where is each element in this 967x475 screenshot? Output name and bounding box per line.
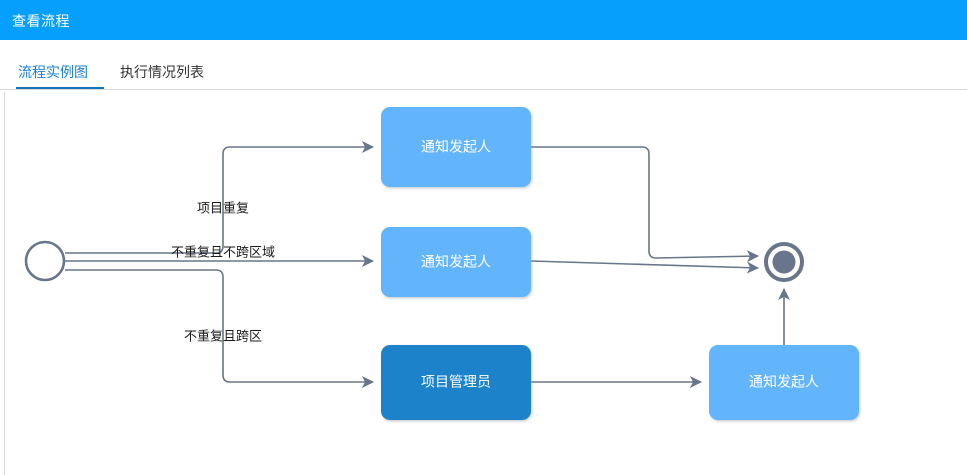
tab-process-instance-diagram[interactable]: 流程实例图 xyxy=(18,64,88,80)
task-notify-initiator-bottom-shape[interactable] xyxy=(709,345,859,420)
task-notify-initiator-top-shape[interactable] xyxy=(381,107,531,187)
tab-bar: 流程实例图 执行情况列表 xyxy=(0,40,967,90)
window-titlebar: 查看流程 xyxy=(0,0,967,40)
edge-not-duplicate-cross-region-path[interactable] xyxy=(65,269,374,388)
process-diagram-canvas[interactable]: 项目重复 不重复且不跨区域 不重复且跨区 通知发起人 通知发起人 项目管理员 通… xyxy=(4,92,967,475)
end-event-inner-disc xyxy=(772,250,796,274)
task-notify-initiator-middle[interactable]: 通知发起人 xyxy=(381,227,531,297)
end-event-node[interactable] xyxy=(764,242,804,282)
edge-duplicate-path[interactable] xyxy=(65,141,374,254)
edge-label-duplicate: 项目重复 xyxy=(197,200,249,215)
edge-middle-to-end-path[interactable] xyxy=(530,260,759,274)
tab-execution-list[interactable]: 执行情况列表 xyxy=(120,64,204,80)
page-title: 查看流程 xyxy=(12,13,70,29)
task-notify-initiator-top[interactable]: 通知发起人 xyxy=(381,107,531,187)
edge-label-not-duplicate-cross-region: 不重复且跨区 xyxy=(184,328,262,343)
task-project-admin[interactable]: 项目管理员 xyxy=(381,345,531,420)
tab-bar-divider xyxy=(0,89,967,90)
task-notify-initiator-middle-shape[interactable] xyxy=(381,227,531,297)
edge-layer xyxy=(65,141,790,388)
edge-label-not-duplicate-not-cross-region: 不重复且不跨区域 xyxy=(171,244,275,259)
edge-top-to-end-path[interactable] xyxy=(531,146,759,263)
active-tab-underline xyxy=(16,87,104,90)
start-event-circle[interactable] xyxy=(24,240,66,282)
task-project-admin-shape[interactable] xyxy=(381,345,531,420)
task-notify-initiator-bottom[interactable]: 通知发起人 xyxy=(709,345,859,420)
start-event-node[interactable] xyxy=(24,240,66,282)
edge-label-layer: 项目重复 不重复且不跨区域 不重复且跨区 xyxy=(171,200,275,343)
